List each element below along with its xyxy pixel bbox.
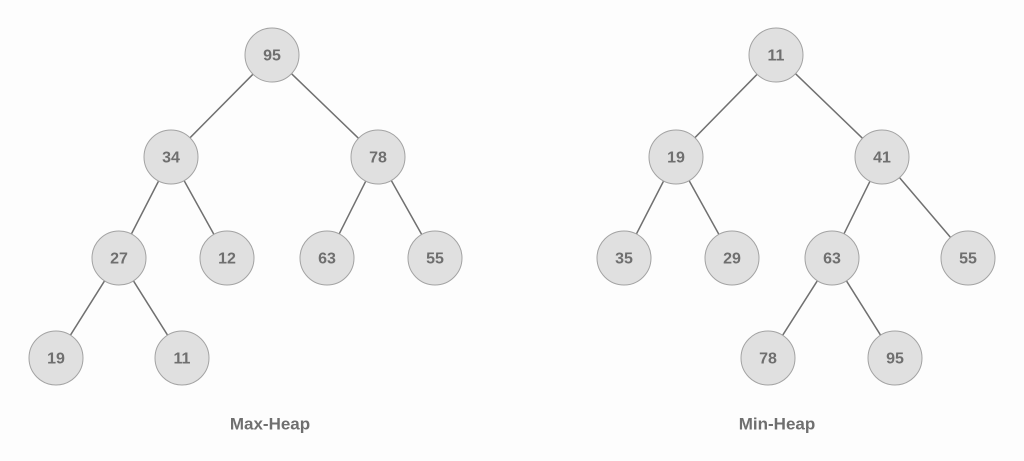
min-heap-edge-m5-m8 xyxy=(845,280,882,336)
node-circle xyxy=(91,230,147,286)
node-value: 78 xyxy=(759,351,777,368)
max-heap-edge-n3-n7 xyxy=(69,280,106,336)
max-heap-edge-n1-n4 xyxy=(183,180,215,235)
node-value: 12 xyxy=(218,251,236,268)
node-value: 27 xyxy=(110,251,128,268)
max-heap-node-95: 95 xyxy=(244,27,300,83)
node-circle xyxy=(244,27,300,83)
node-value: 11 xyxy=(768,48,785,65)
max-heap-node-63: 63 xyxy=(299,230,355,286)
max-heap-edge-n2-n5 xyxy=(338,180,367,235)
captions-layer: Max-Heap Min-Heap xyxy=(230,415,815,434)
max-heap-caption: Max-Heap xyxy=(230,415,310,434)
min-heap-edge-m1-m3 xyxy=(635,180,665,235)
max-heap-node-11: 11 xyxy=(154,330,210,386)
min-heap-node-78: 78 xyxy=(740,330,796,386)
node-circle xyxy=(748,27,804,83)
max-heap-edge-n0-n1 xyxy=(189,73,254,139)
node-value: 34 xyxy=(162,150,180,167)
node-circle xyxy=(28,330,84,386)
node-circle xyxy=(199,230,255,286)
max-heap-node-27: 27 xyxy=(91,230,147,286)
node-circle xyxy=(804,230,860,286)
min-heap-node-41: 41 xyxy=(854,129,910,185)
node-circle xyxy=(854,129,910,185)
node-value: 35 xyxy=(615,251,633,268)
nodes-layer: 95 34 78 27 12 63 55 19 11 11 19 41 35 29 63 55 78 95 xyxy=(28,27,996,386)
node-circle xyxy=(867,330,923,386)
node-value: 63 xyxy=(823,251,841,268)
min-heap-edge-m2-m5 xyxy=(843,180,871,235)
node-circle xyxy=(299,230,355,286)
max-heap-node-12: 12 xyxy=(199,230,255,286)
min-heap-node-19: 19 xyxy=(648,129,704,185)
node-value: 78 xyxy=(369,150,387,167)
min-heap-node-95: 95 xyxy=(867,330,923,386)
min-heap-node-11: 11 xyxy=(748,27,804,83)
node-value: 29 xyxy=(723,251,741,268)
max-heap-edge-n1-n3 xyxy=(130,180,160,235)
min-heap-node-63: 63 xyxy=(804,230,860,286)
min-heap-edge-m1-m4 xyxy=(688,180,720,235)
node-value: 95 xyxy=(886,351,904,368)
max-heap-edge-n2-n6 xyxy=(390,180,423,235)
node-value: 55 xyxy=(426,251,444,268)
min-heap-edge-m0-m2 xyxy=(794,73,864,139)
node-circle xyxy=(940,230,996,286)
node-value: 19 xyxy=(667,150,685,167)
edges-layer xyxy=(69,73,952,336)
node-value: 55 xyxy=(959,251,977,268)
node-value: 63 xyxy=(318,251,336,268)
node-circle xyxy=(143,129,199,185)
node-circle xyxy=(648,129,704,185)
node-value: 11 xyxy=(174,351,191,368)
max-heap-edge-n0-n2 xyxy=(290,73,360,139)
min-heap-edge-m0-m1 xyxy=(694,73,758,139)
node-circle xyxy=(350,129,406,185)
min-heap-node-29: 29 xyxy=(704,230,760,286)
min-heap-node-35: 35 xyxy=(596,230,652,286)
node-value: 41 xyxy=(873,150,891,167)
node-circle xyxy=(407,230,463,286)
min-heap-edge-m2-m6 xyxy=(898,177,952,238)
node-circle xyxy=(596,230,652,286)
node-circle xyxy=(704,230,760,286)
node-circle xyxy=(740,330,796,386)
max-heap-edge-n3-n8 xyxy=(132,280,169,336)
max-heap-node-34: 34 xyxy=(143,129,199,185)
max-heap-node-19: 19 xyxy=(28,330,84,386)
node-value: 19 xyxy=(47,351,65,368)
min-heap-node-55: 55 xyxy=(940,230,996,286)
node-circle xyxy=(154,330,210,386)
max-heap-node-78: 78 xyxy=(350,129,406,185)
min-heap-caption: Min-Heap xyxy=(739,415,816,434)
max-heap-node-55: 55 xyxy=(407,230,463,286)
min-heap-edge-m5-m7 xyxy=(781,280,819,336)
node-value: 95 xyxy=(263,48,281,65)
